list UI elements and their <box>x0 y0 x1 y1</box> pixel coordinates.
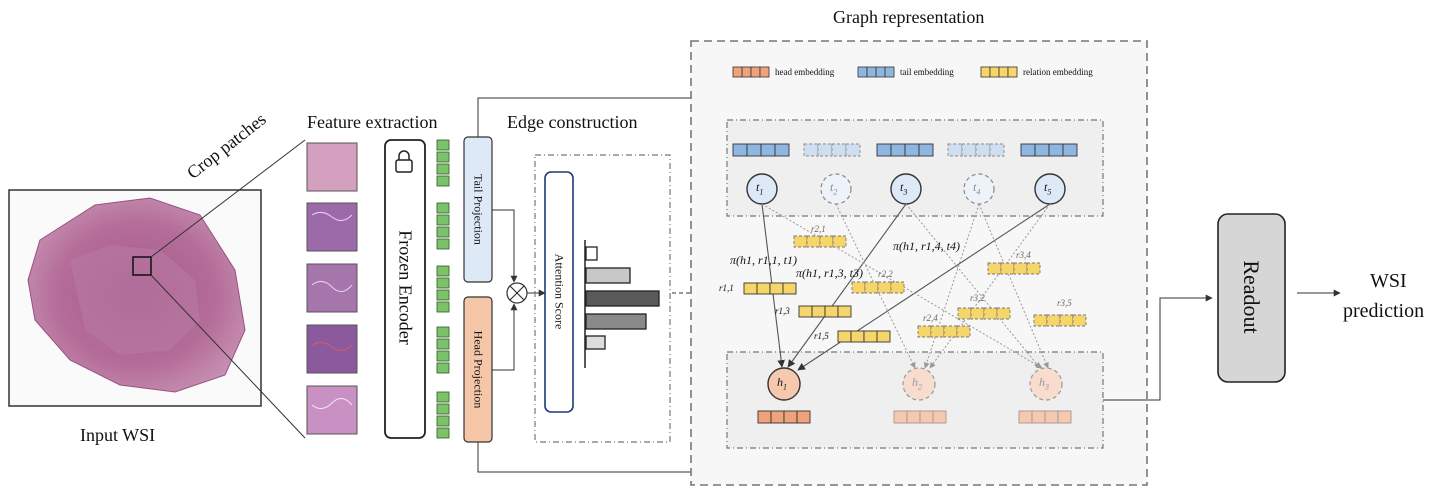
wsi-crop-marker <box>132 256 152 276</box>
relation-label-r15: r1,5 <box>814 331 829 341</box>
tail-node-label-2: t2 <box>830 180 838 197</box>
tail-projection-label: Tail Projection <box>471 174 486 245</box>
edge-construction-box <box>534 154 671 443</box>
graph-representation-label: Graph representation <box>833 7 985 27</box>
legend-tail-label: tail embedding <box>900 67 954 77</box>
head-projection-label: Head Projection <box>471 330 486 409</box>
frozen-encoder-label: Frozen Encoder <box>395 230 416 345</box>
pi-label-3: π(h1, r1,4, t4) <box>893 239 961 253</box>
relation-label-r24: r2,4 <box>923 313 938 323</box>
attention-bars <box>585 246 660 350</box>
multiply-node <box>506 282 528 304</box>
legend-relation-swatch <box>980 66 1018 78</box>
relation-label-r21: r2,1 <box>811 224 826 234</box>
relation-label-r22: r2,2 <box>878 269 893 279</box>
head-embeddings <box>757 410 1072 424</box>
pi-label-2: π(h1, r1,3, t3) <box>796 266 864 280</box>
frozen-encoder-box <box>384 139 426 439</box>
feature-vectors <box>436 139 450 439</box>
tail-node-label-4: t4 <box>973 180 981 197</box>
head-nodes <box>767 367 1063 401</box>
legend-head-swatch <box>732 66 770 78</box>
head-node-label-3: h3 <box>1039 375 1049 392</box>
feature-extraction-label: Feature extraction <box>307 112 438 132</box>
wsi-prediction-line1: WSI <box>1370 270 1407 292</box>
attention-score-label: Attention Score <box>552 253 567 330</box>
tail-node-label-3: t3 <box>900 180 908 197</box>
relation-label-r34: r3,4 <box>1016 250 1031 260</box>
legend-head-label: head embedding <box>775 67 835 77</box>
head-node-label-2: h2 <box>912 375 922 392</box>
lock-icon <box>395 150 413 173</box>
legend-relation-label: relation embedding <box>1023 67 1093 77</box>
tail-node-label-1: t1 <box>756 180 764 197</box>
tail-node-label-5: t5 <box>1044 180 1052 197</box>
relation-label-r11: r1,1 <box>719 283 734 293</box>
tail-embeddings <box>732 143 1078 157</box>
head-node-label-1: h1 <box>777 375 787 392</box>
relation-label-r13: r1,3 <box>775 306 790 316</box>
relation-label-r32: r3,2 <box>970 293 985 303</box>
attention-score-box <box>544 171 574 413</box>
legend-tail-swatch <box>857 66 895 78</box>
edge-construction-label: Edge construction <box>507 112 638 132</box>
relation-embeddings <box>743 235 1087 343</box>
patch-column <box>306 142 358 435</box>
wsi-prediction-line2: prediction <box>1343 300 1425 322</box>
relation-label-r35: r3,5 <box>1057 298 1072 308</box>
readout-box <box>1217 213 1286 383</box>
readout-label: Readout <box>1239 260 1264 334</box>
edges-dotted <box>761 203 1051 369</box>
input-wsi-label: Input WSI <box>80 425 156 445</box>
pi-label-1: π(h1, r1,1, t1) <box>730 253 798 267</box>
